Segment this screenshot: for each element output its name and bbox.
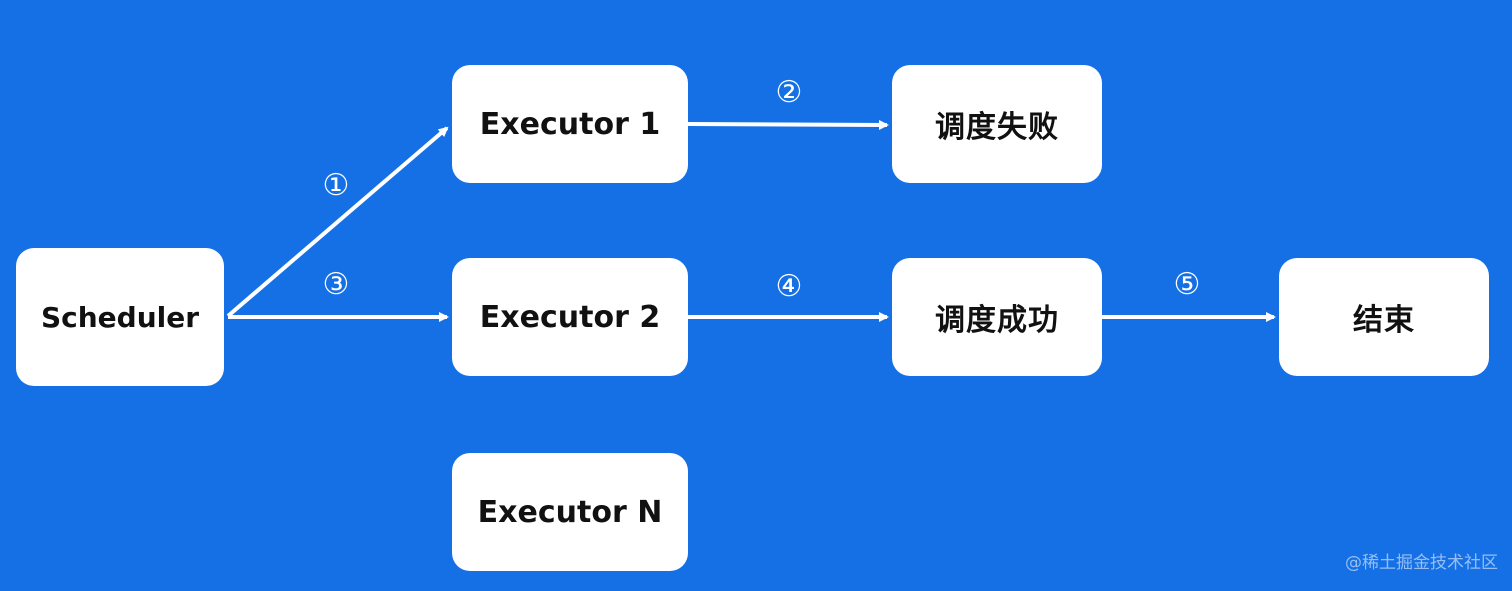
- node-executor-2: Executor 2: [452, 258, 688, 376]
- node-dispatch-succeeded: 调度成功: [892, 258, 1102, 376]
- node-scheduler: Scheduler: [16, 248, 224, 386]
- edge-executor-1-dispatch-failed: [687, 119, 889, 130]
- node-executor-1: Executor 1: [452, 65, 688, 183]
- node-end: 结束: [1279, 258, 1489, 376]
- edge-label-step-5: ⑤: [1173, 267, 1201, 302]
- edge-label-step-3: ③: [322, 267, 350, 302]
- node-executor-n: Executor N: [452, 453, 688, 571]
- edge-label-step-4: ④: [775, 269, 803, 304]
- edge-label-step-1: ①: [322, 168, 350, 203]
- node-dispatch-failed: 调度失败: [892, 65, 1102, 183]
- watermark: @稀土掘金技术社区: [1345, 553, 1498, 573]
- edge-label-step-2: ②: [775, 75, 803, 110]
